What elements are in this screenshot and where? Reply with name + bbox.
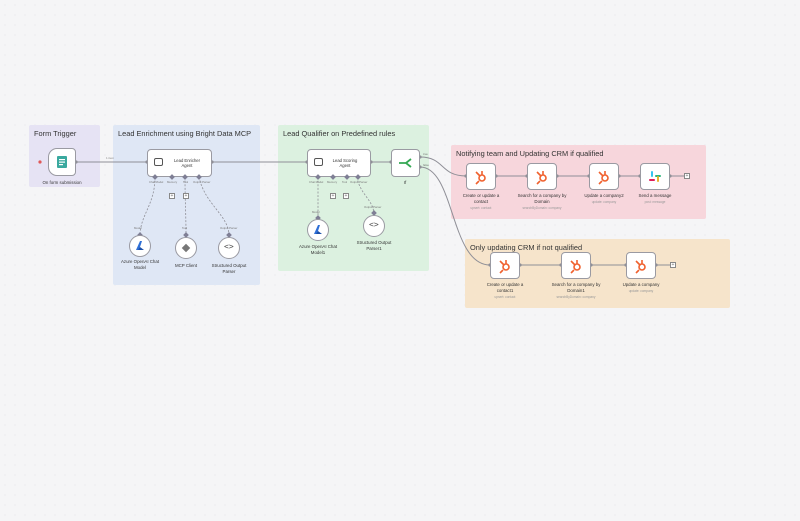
node-label-line1: Azure OpenAI Chat — [298, 244, 338, 249]
node-label: Update a company2 — [584, 193, 624, 198]
node-subtitle: searchByDomain: company — [556, 295, 596, 299]
azure-icon — [314, 225, 322, 234]
hubspot-icon — [598, 171, 609, 185]
node-label-line1: Lead Scoring — [332, 158, 358, 163]
node-label: Update a company — [622, 282, 660, 287]
add-node-button[interactable]: + — [684, 173, 690, 179]
node-label: If — [403, 180, 407, 185]
add-tool-button[interactable]: + — [343, 193, 349, 199]
node-label-line2: Parser1 — [366, 245, 382, 251]
port-chat-model: Chat Model — [309, 180, 324, 184]
node-send-a-message[interactable] — [640, 163, 670, 190]
add-node-button[interactable]: + — [670, 262, 676, 268]
node-mcp-client[interactable] — [175, 237, 197, 259]
sticky-title: Notifying team and Updating CRM if quali… — [456, 149, 604, 158]
hubspot-icon — [499, 260, 510, 274]
node-label-line1: Structured Output — [211, 263, 247, 268]
node-label-line1: Azure OpenAI Chat — [120, 259, 160, 264]
node-label-line2: Model1 — [310, 249, 326, 255]
code-icon: <> — [369, 220, 379, 229]
node-azure-openai-chat-model1[interactable] — [307, 219, 329, 241]
sticky-title: Only updating CRM if not qualified — [470, 243, 583, 252]
node-update-company[interactable] — [626, 252, 656, 279]
port-model: Model — [312, 210, 320, 214]
node-if[interactable] — [391, 149, 420, 177]
hubspot-icon — [570, 260, 581, 274]
node-label-line2: Model — [134, 264, 146, 270]
node-create-or-update-contact[interactable] — [466, 163, 496, 190]
port-output-parser: Output Parser — [364, 205, 382, 209]
node-label-line1: Structured Output — [356, 240, 392, 245]
form-icon — [57, 156, 67, 168]
mcp-icon — [181, 243, 191, 253]
branch-icon — [399, 158, 412, 168]
edge-item-count: 1 item — [106, 156, 115, 160]
port-output-parser: Output Parser — [193, 180, 211, 184]
port-tool: Tool — [182, 226, 188, 230]
node-on-form-submission[interactable] — [48, 148, 76, 176]
node-subtitle: upsert: contact — [470, 206, 492, 210]
port-tool: Tool — [342, 180, 348, 184]
port-false: false — [423, 163, 429, 167]
port-output-parser: Output Parser — [350, 180, 368, 184]
hubspot-icon — [475, 171, 486, 185]
add-memory-button[interactable]: + — [169, 193, 175, 199]
node-label-line2: Agent — [339, 163, 351, 169]
node-label-line1: Create or update a — [486, 282, 524, 287]
node-label: Send a message — [638, 193, 672, 198]
azure-icon — [136, 241, 144, 250]
hubspot-icon — [536, 171, 547, 185]
sticky-title: Lead Qualifier on Predefined rules — [283, 129, 396, 138]
sticky-title: Form Trigger — [34, 129, 77, 138]
node-label-line2: Domain1 — [567, 287, 585, 293]
port-chat-model: Chat Model — [149, 180, 164, 184]
sticky-title: Lead Enrichment using Bright Data MCP — [118, 129, 252, 138]
node-search-company-by-domain1[interactable] — [561, 252, 591, 279]
node-label-line2: contact1 — [496, 287, 514, 293]
node-label-line1: Lead Enricher — [173, 158, 201, 163]
port-true: true — [423, 152, 428, 156]
code-icon: <> — [224, 242, 234, 251]
node-label-line1: Create or update a — [462, 193, 500, 198]
node-subtitle: post: message — [644, 200, 666, 204]
node-label-line2: Agent — [181, 163, 193, 169]
port-memory: Memory — [327, 180, 338, 184]
node-label: On form submission — [42, 180, 82, 185]
node-subtitle: searchByDomain: company — [522, 206, 562, 210]
node-create-or-update-contact1[interactable] — [490, 252, 520, 279]
port-output-parser: Output Parser — [220, 226, 238, 230]
hubspot-icon — [635, 260, 646, 274]
node-label-line2: Parser — [222, 268, 236, 274]
node-subtitle: upsert: contact — [494, 295, 516, 299]
node-label-line1: Search for a company by — [517, 193, 567, 198]
node-lead-enricher-agent[interactable]: Lead Enricher Agent — [147, 149, 212, 177]
node-label-line2: Domain — [534, 198, 550, 204]
node-subtitle: update: company — [591, 200, 617, 204]
add-memory-button[interactable]: + — [330, 193, 336, 199]
add-tool-button[interactable]: + — [183, 193, 189, 199]
node-structured-output-parser1[interactable]: <> — [363, 215, 385, 237]
robot-icon — [314, 158, 323, 166]
node-label: MCP Client — [174, 263, 198, 268]
node-lead-scoring-agent[interactable]: Lead Scoring Agent — [307, 149, 371, 177]
node-label-line1: Search for a company by — [551, 282, 601, 287]
node-azure-openai-chat-model[interactable] — [129, 235, 151, 257]
port-memory: Memory — [167, 180, 178, 184]
port-tool: Tool — [183, 180, 189, 184]
node-search-company-by-domain[interactable] — [527, 163, 557, 190]
node-update-company2[interactable] — [589, 163, 619, 190]
robot-icon — [154, 158, 163, 166]
node-subtitle: update: company — [628, 289, 654, 293]
node-structured-output-parser[interactable]: <> — [218, 237, 240, 259]
slack-icon — [649, 171, 661, 182]
port-model: Model — [134, 226, 142, 230]
node-label-line2: contact — [473, 198, 489, 204]
